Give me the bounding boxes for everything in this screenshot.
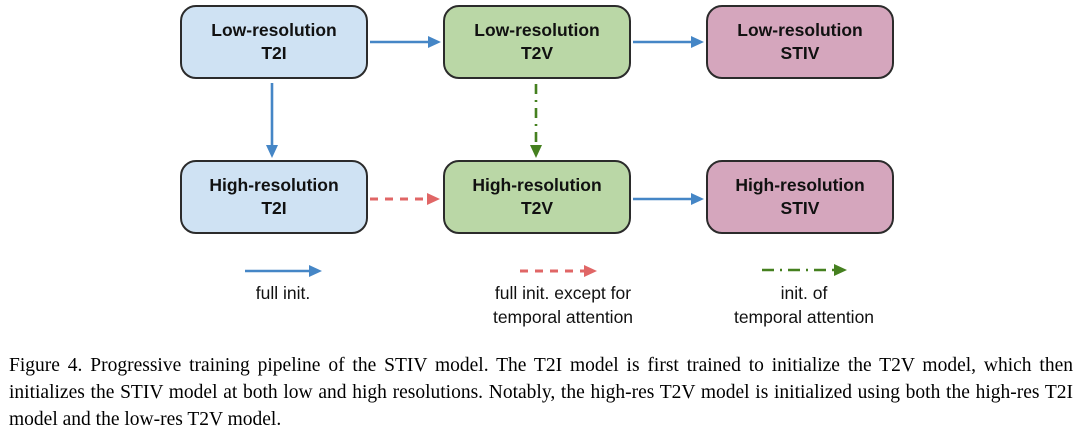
arrow-full-init-lr-t2v-to-lr-stiv: [633, 36, 704, 48]
figure-caption: Figure 4. Progressive training pipeline …: [9, 355, 1073, 430]
box-low-res-t2v: Low-resolution T2V: [443, 5, 631, 79]
box-high-res-t2v: High-resolution T2V: [443, 160, 631, 234]
box-low-res-stiv: Low-resolution STIV: [706, 5, 894, 79]
legend-text-line2: temporal attention: [733, 307, 875, 327]
legend-text-line2: temporal attention: [492, 307, 634, 327]
box-label-line1: High-resolution: [209, 174, 339, 195]
box-label-line1: Low-resolution: [737, 19, 863, 40]
box-label-line1: Low-resolution: [211, 19, 337, 40]
legend-text-line1: full init. except for: [494, 283, 632, 303]
box-label-line2: T2V: [520, 198, 554, 218]
legend-label-temporal-attention: init. of temporal attention: [704, 281, 904, 329]
box-label-line1: Low-resolution: [474, 19, 600, 40]
arrow-full-init-except-hr-t2i-to-hr-t2v: [370, 193, 440, 205]
legend-arrow-full-init-except: [520, 265, 597, 277]
box-label-line2: T2I: [261, 43, 287, 63]
legend-arrow-full-init: [245, 265, 322, 277]
box-label-line2: STIV: [780, 198, 820, 218]
box-label-line2: STIV: [780, 43, 820, 63]
legend-text-line1: full init.: [255, 283, 311, 303]
arrow-temporal-attention-lr-t2v-to-hr-t2v: [530, 84, 542, 158]
box-label-line2: T2I: [261, 198, 287, 218]
box-high-res-stiv: High-resolution STIV: [706, 160, 894, 234]
legend-arrow-temporal-attention: [762, 264, 847, 276]
legend-label-full-init-except: full init. except for temporal attention: [463, 281, 663, 329]
arrow-full-init-hr-t2v-to-hr-stiv: [633, 193, 704, 205]
box-label-line1: High-resolution: [735, 174, 865, 195]
box-high-res-t2i: High-resolution T2I: [180, 160, 368, 234]
legend-text-line1: init. of: [780, 283, 828, 303]
arrow-full-init-lr-t2i-to-lr-t2v: [370, 36, 441, 48]
box-label-line1: High-resolution: [472, 174, 602, 195]
legend-label-full-init: full init.: [198, 281, 368, 305]
arrow-full-init-lr-t2i-to-hr-t2i: [266, 83, 278, 158]
box-low-res-t2i: Low-resolution T2I: [180, 5, 368, 79]
box-label-line2: T2V: [520, 43, 554, 63]
